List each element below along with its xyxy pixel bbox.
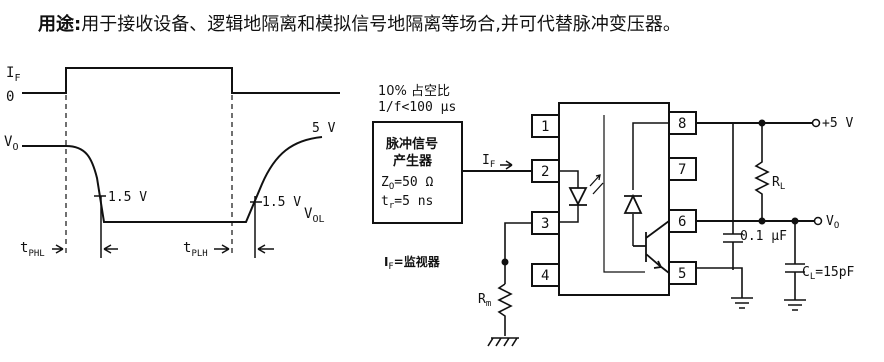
vcc-terminal [811, 118, 821, 128]
tplh-label: tPLH [183, 240, 208, 259]
internal-partition [603, 115, 645, 273]
pin-8-label: 8 [678, 116, 686, 132]
led-emission-arrows [589, 174, 604, 195]
vcc-label: +5 V [822, 116, 853, 131]
rl-label: RL [772, 175, 785, 192]
pin-2-label: 2 [541, 164, 549, 180]
usage-heading: 用途:用于接收设备、逻辑地隔离和模拟信号地隔离等场合,并可代替脉冲变压器。 [38, 10, 681, 36]
pin-7 [668, 157, 697, 181]
generator-risetime: tr=5 ns [381, 194, 433, 211]
monitor-label: IF=监视器 [384, 254, 441, 272]
pin-5-label: 5 [678, 266, 686, 282]
bypass-cap-label: 0.1 μF [740, 229, 787, 244]
cl-label: CL=15pF [802, 265, 855, 282]
zero-label: 0 [6, 89, 14, 105]
usage-label: 用途 [38, 14, 74, 35]
pin-1-label: 1 [541, 119, 549, 135]
if-input-arrow [500, 160, 513, 170]
if-input-label: IF [482, 153, 495, 170]
transistor-icon [633, 220, 670, 274]
generator-impedance: ZO=50 Ω [381, 175, 434, 192]
led-wiring [559, 170, 579, 223]
v5-label: 5 V [312, 121, 336, 136]
ground-icon-ic [731, 297, 753, 309]
pin-6-label: 6 [678, 214, 686, 230]
ground-icon-rm [487, 337, 519, 347]
rm-label: Rm [478, 292, 491, 309]
load-capacitor [785, 221, 805, 300]
vo-terminal [813, 216, 823, 226]
if-waveform [22, 67, 340, 94]
pin-3-label: 3 [541, 216, 549, 232]
generator-title-2: 产生器 [393, 153, 433, 169]
tplh-arrow-in [214, 244, 230, 254]
timing-diagram: IF 0 VO 5 V 1.5 V 1.5 V VOL tPHL tPLH [4, 65, 340, 259]
v15-right-label: 1.5 V [262, 195, 301, 210]
rm-resistor [497, 283, 513, 336]
pin-1 [531, 114, 560, 138]
v15-left-label: 1.5 V [108, 190, 147, 205]
bypass-capacitor [723, 123, 743, 270]
usage-text: 用于接收设备、逻辑地隔离和模拟信号地隔离等场合,并可代替脉冲变压器。 [81, 14, 681, 35]
tphl-arrow-out [103, 244, 118, 254]
tphl-arrow-in [52, 244, 64, 254]
vo-label: VO [4, 134, 18, 153]
monitor-wire [504, 222, 532, 284]
ground-icon-cl [784, 299, 806, 311]
pin-4-label: 4 [541, 268, 549, 284]
photodiode-wiring [632, 122, 669, 246]
rl-resistor [754, 123, 770, 221]
led-icon [568, 187, 588, 207]
vo-output-label: VO [826, 214, 839, 231]
if-label: IF [6, 65, 20, 84]
usage-separator: : [74, 14, 82, 35]
pin-4 [531, 263, 560, 287]
pin5-ground-wire [696, 267, 743, 298]
duty-cycle-label: 10% 占空比 [378, 84, 450, 99]
photodiode-icon [623, 193, 643, 214]
vol-label: VOL [304, 206, 324, 225]
generator-title-1: 脉冲信号 [385, 136, 438, 152]
period-label: 1/f<100 μs [378, 100, 456, 115]
pulse-generator-box [372, 121, 463, 224]
vo-waveform [22, 136, 323, 223]
pin-7-label: 7 [678, 162, 686, 178]
optocoupler-ic [558, 102, 670, 296]
tphl-label: tPHL [20, 240, 45, 259]
monitor-node [501, 258, 509, 266]
test-circuit: 10% 占空比 1/f<100 μs 脉冲信号 产生器 ZO=50 Ω tr=5… [372, 84, 855, 347]
tplh-arrow-out [257, 244, 274, 254]
